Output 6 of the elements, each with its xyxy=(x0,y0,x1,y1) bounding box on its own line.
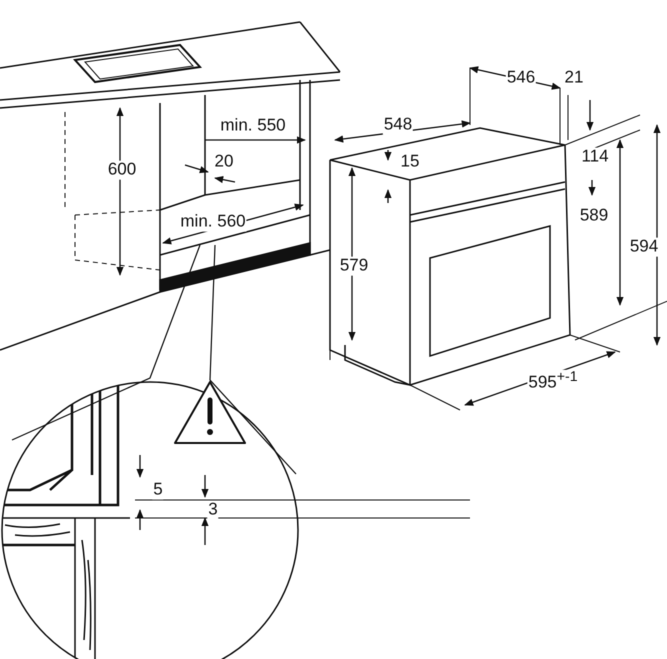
dimension-label: 3 xyxy=(207,500,219,520)
dimension-label: 548 xyxy=(382,116,414,134)
dimension-label: 600 xyxy=(106,160,138,180)
dimension-label: 594 xyxy=(628,238,660,256)
dimension-label: min. 560 xyxy=(179,212,247,232)
dimension-label: 579 xyxy=(338,256,370,276)
